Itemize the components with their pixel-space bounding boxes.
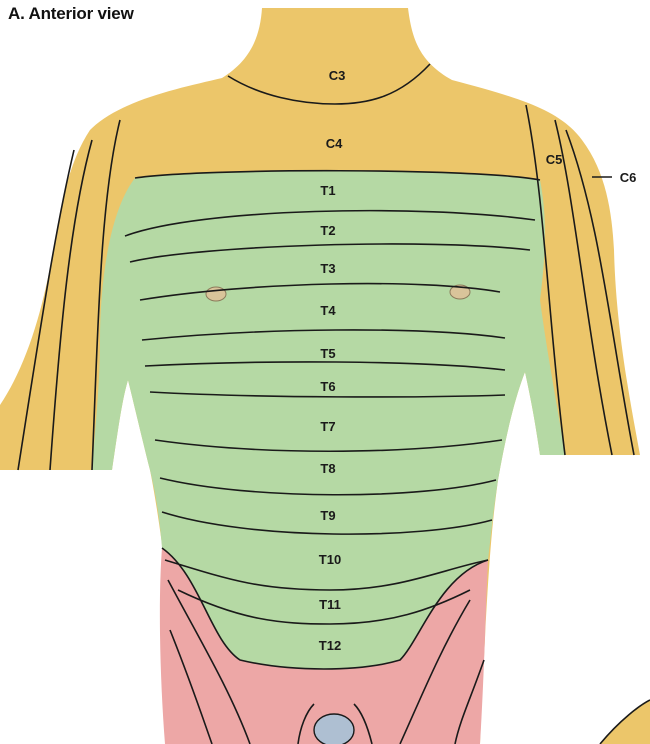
- label-t9: T9: [320, 508, 335, 523]
- label-t5: T5: [320, 346, 335, 361]
- label-c4: C4: [326, 136, 343, 151]
- label-t10: T10: [319, 552, 341, 567]
- label-c5: C5: [546, 152, 563, 167]
- label-t3: T3: [320, 261, 335, 276]
- label-t2: T2: [320, 223, 335, 238]
- thigh-right: [600, 700, 650, 744]
- genital-region: [314, 714, 354, 744]
- label-t4: T4: [320, 303, 336, 318]
- label-c3: C3: [329, 68, 346, 83]
- label-t7: T7: [320, 419, 335, 434]
- label-c6: C6: [620, 170, 637, 185]
- label-t11: T11: [319, 597, 341, 612]
- label-t12: T12: [319, 638, 341, 653]
- label-t1: T1: [320, 183, 335, 198]
- label-t8: T8: [320, 461, 335, 476]
- label-t6: T6: [320, 379, 335, 394]
